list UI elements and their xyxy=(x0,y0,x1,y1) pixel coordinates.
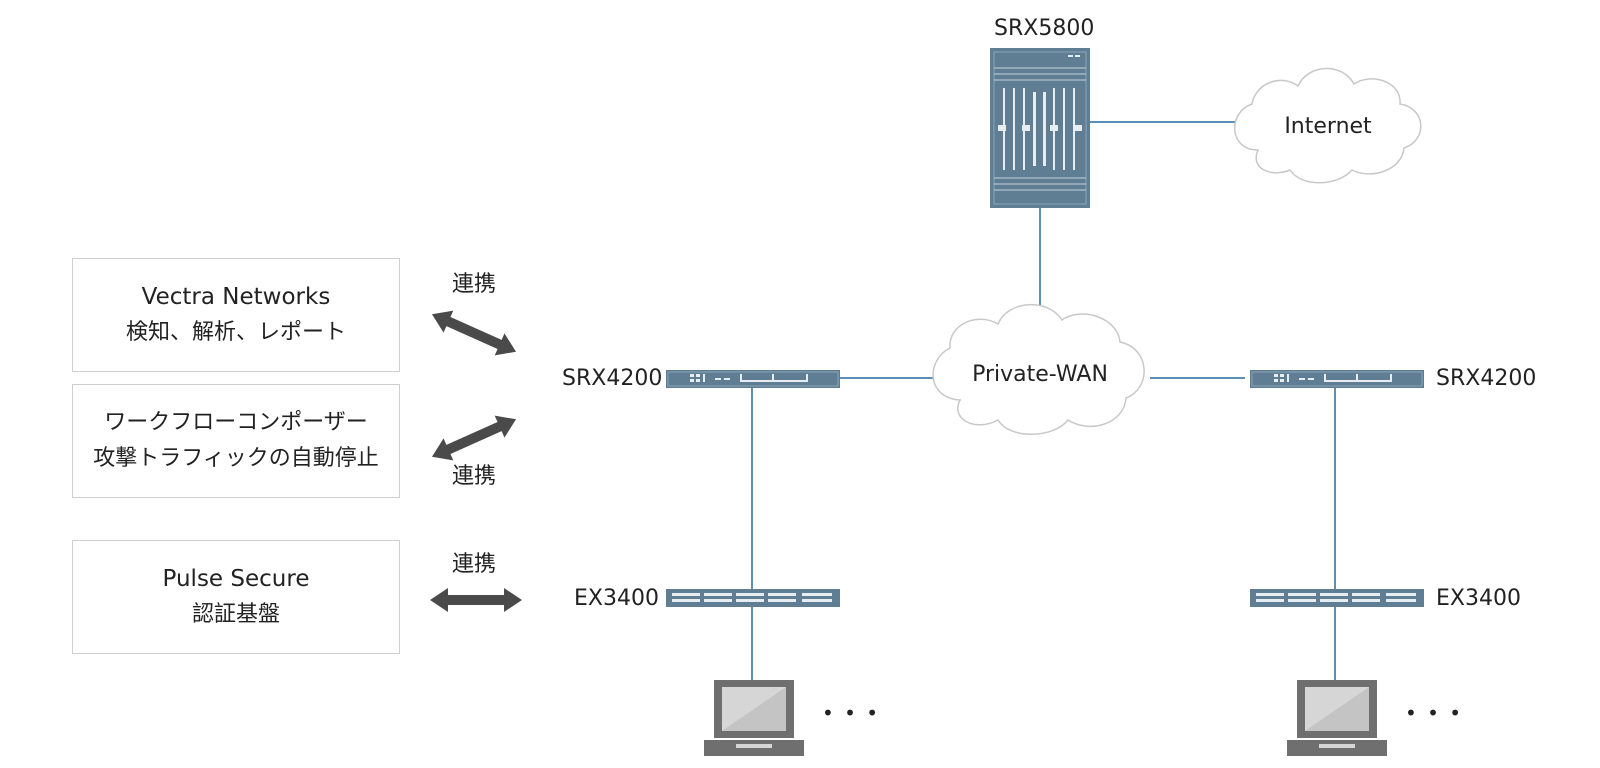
link-arrow-1-icon xyxy=(431,310,517,356)
partner-description: 攻撃トラフィックの自動停止 xyxy=(93,446,379,471)
ex3400-left-label: EX3400 xyxy=(574,586,659,611)
more-devices-left: • • • xyxy=(822,701,881,725)
partner-box-workflow-composer: ワークフローコンポーザー 攻撃トラフィックの自動停止 xyxy=(72,384,400,498)
laptop-left-icon xyxy=(704,680,804,756)
link-arrow-2-icon xyxy=(431,415,517,461)
srx4200-right-label: SRX4200 xyxy=(1436,366,1537,391)
partner-name: ワークフローコンポーザー xyxy=(104,410,368,435)
link-label-2: 連携 xyxy=(452,464,497,489)
partner-description: 検知、解析、レポート xyxy=(125,320,346,345)
srx4200-left-device xyxy=(666,370,840,388)
private-wan-label: Private-WAN xyxy=(972,362,1108,387)
ex3400-left-device xyxy=(666,589,840,607)
link-label-1: 連携 xyxy=(452,272,497,297)
more-devices-right: • • • xyxy=(1405,701,1464,725)
link-label-3: 連携 xyxy=(452,552,497,577)
partner-name: Vectra Networks xyxy=(141,284,331,310)
link-arrows xyxy=(430,310,522,612)
connection-lines xyxy=(751,121,1336,680)
srx5800-label: SRX5800 xyxy=(994,16,1095,41)
srx5800-device xyxy=(990,48,1090,208)
partner-box-pulse-secure: Pulse Secure 認証基盤 xyxy=(72,540,400,654)
internet-label: Internet xyxy=(1284,114,1372,139)
partner-name: Pulse Secure xyxy=(162,566,310,592)
laptop-right-icon xyxy=(1287,680,1387,756)
ex3400-right-device xyxy=(1250,589,1424,607)
private-wan-cloud xyxy=(932,304,1145,435)
internet-cloud xyxy=(1234,67,1422,184)
srx4200-left-label: SRX4200 xyxy=(562,366,663,391)
link-arrow-3-icon xyxy=(430,588,522,612)
srx4200-right-device xyxy=(1250,370,1424,388)
partner-description: 認証基盤 xyxy=(191,602,280,627)
ex3400-right-label: EX3400 xyxy=(1436,586,1521,611)
partner-box-vectra: Vectra Networks 検知、解析、レポート xyxy=(72,258,400,372)
